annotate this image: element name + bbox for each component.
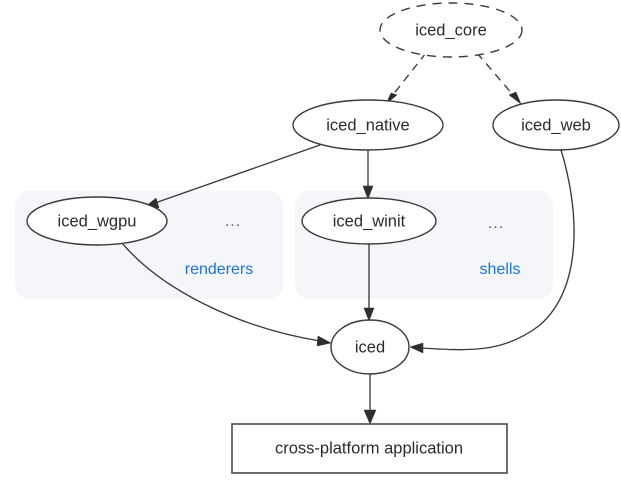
node-iced-wgpu-shape[interactable] — [26, 196, 168, 246]
edge-core-to-native-line — [391, 52, 427, 97]
edge-wgpu-to-iced-line — [121, 242, 321, 342]
edge-core-to-web-arrowhead — [508, 91, 522, 105]
node-iced-core-shape[interactable] — [379, 2, 523, 58]
edge-iced-to-application — [363, 374, 377, 425]
edge-web-to-iced-line — [420, 149, 575, 351]
edge-web-to-iced-arrowhead — [409, 342, 424, 354]
node-application-shape[interactable] — [231, 423, 508, 474]
node-iced-native[interactable]: iced_native — [292, 99, 444, 151]
node-iced-web-shape[interactable] — [492, 99, 620, 151]
edge-winit-to-iced-arrowhead — [363, 307, 375, 322]
node-application[interactable]: cross-platform application — [231, 423, 508, 474]
node-iced-core[interactable]: iced_core — [379, 2, 523, 58]
node-iced-web-label: iced_web — [521, 116, 591, 134]
shells-more-ellipsis: ... — [488, 215, 504, 232]
node-application-label: cross-platform application — [275, 439, 463, 457]
node-iced-native-shape[interactable] — [292, 99, 444, 151]
edge-core-to-web-line — [476, 52, 515, 97]
node-iced-winit[interactable]: iced_winit — [301, 197, 437, 245]
edge-wgpu-to-iced — [121, 242, 332, 347]
cluster-renderers-label: renderers — [185, 261, 253, 278]
edge-native-to-wgpu-line — [154, 144, 321, 204]
edge-winit-to-iced — [363, 244, 375, 322]
edge-web-to-iced — [409, 149, 575, 354]
node-iced-web[interactable]: iced_web — [492, 99, 620, 151]
edge-core-to-native — [385, 52, 427, 105]
edge-native-to-winit-arrowhead — [362, 185, 374, 200]
renderers-more-ellipsis: ... — [225, 213, 241, 230]
node-iced-native-label: iced_native — [326, 116, 409, 134]
node-iced-label: iced — [355, 338, 385, 356]
cluster-shells-label: shells — [480, 261, 521, 278]
node-iced[interactable]: iced — [330, 319, 410, 375]
node-iced-shape[interactable] — [330, 319, 410, 375]
node-iced-wgpu[interactable]: iced_wgpu — [26, 196, 168, 246]
edge-wgpu-to-iced-arrowhead — [316, 335, 332, 347]
edge-core-to-web — [476, 52, 522, 105]
node-iced-wgpu-label: iced_wgpu — [58, 212, 137, 230]
node-iced-winit-label: iced_winit — [333, 212, 406, 230]
node-iced-winit-shape[interactable] — [301, 197, 437, 245]
edge-native-to-winit — [362, 150, 374, 200]
node-iced-core-label: iced_core — [415, 21, 487, 39]
edge-iced-to-application-arrowhead — [363, 409, 377, 425]
